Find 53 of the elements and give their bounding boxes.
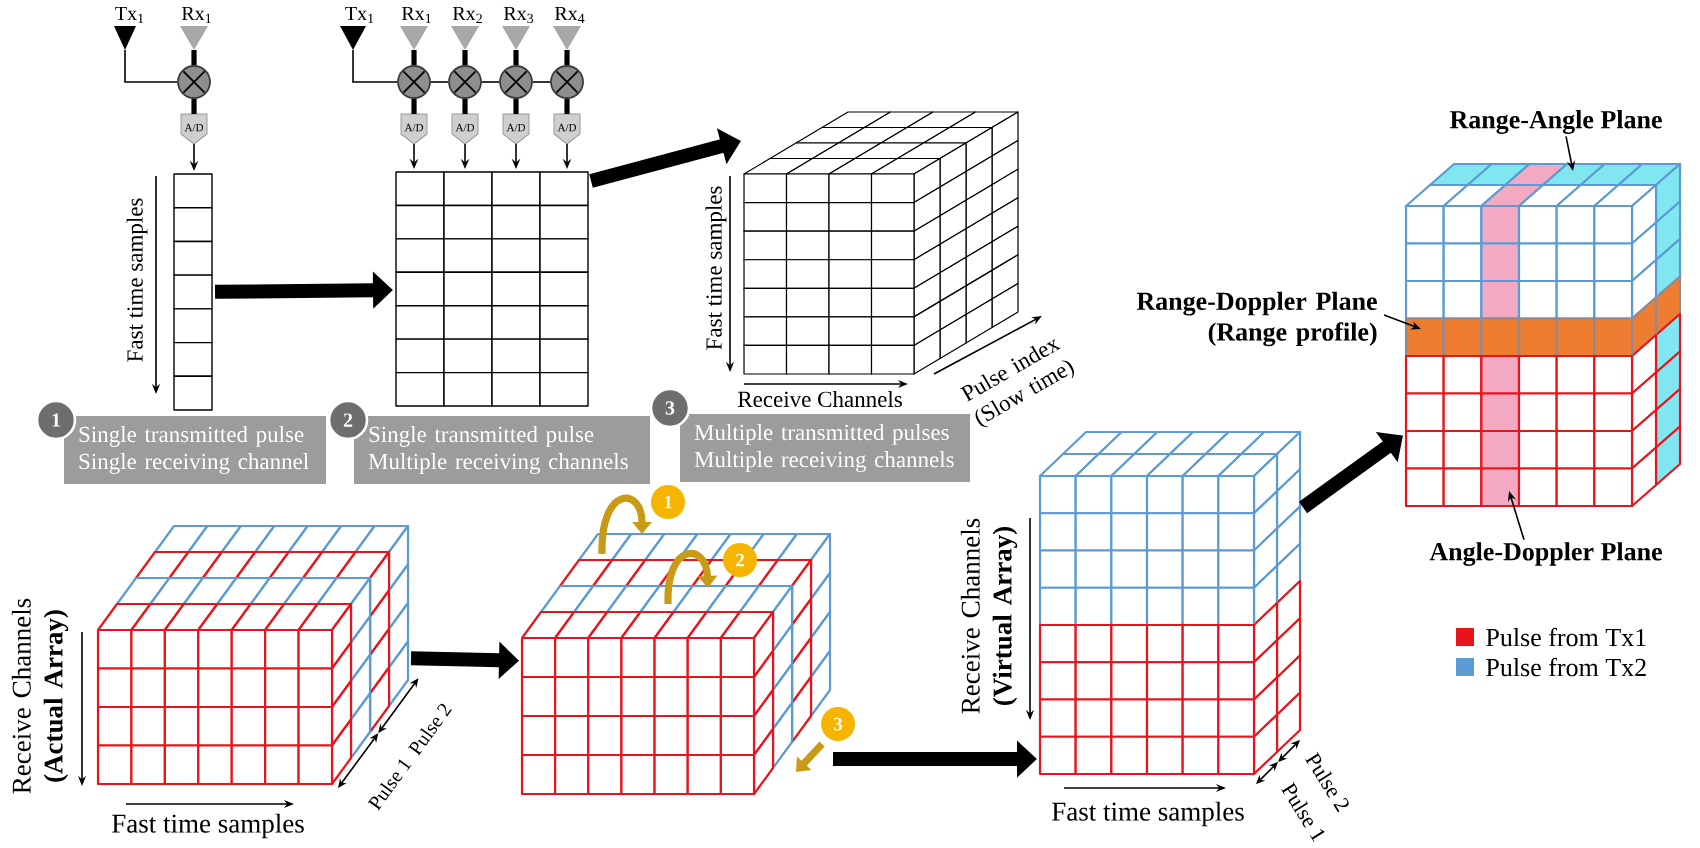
signal-line bbox=[191, 50, 197, 66]
mixer-symbol bbox=[448, 65, 482, 99]
axis-label: Receive Channels (Actual Array) bbox=[11, 598, 69, 794]
sample-grid bbox=[173, 173, 213, 411]
axis-label: Fast time samples bbox=[1052, 801, 1244, 827]
signal-line bbox=[513, 50, 519, 66]
legend-label: Pulse from Tx1 bbox=[1486, 627, 1646, 647]
signal-line bbox=[532, 81, 551, 83]
signal-line bbox=[411, 50, 417, 66]
mixer-symbol bbox=[550, 65, 584, 99]
axis-label: Fast time samples bbox=[112, 813, 304, 839]
antenna-label: Rx$_{1}$ bbox=[401, 6, 431, 24]
step-number: 2 bbox=[327, 399, 369, 441]
antenna-label: Tx$_{1}$ bbox=[115, 6, 144, 24]
signal-line bbox=[124, 49, 178, 83]
antenna-label: Rx$_{1}$ bbox=[181, 6, 211, 24]
mixer-symbol bbox=[177, 65, 211, 99]
antenna-label: Tx$_{1}$ bbox=[345, 6, 374, 24]
block-arrow bbox=[1298, 432, 1403, 514]
data-cube bbox=[1038, 430, 1302, 776]
data-cube bbox=[520, 532, 832, 796]
caption-banner: Single transmitted pulse Multiple receiving channels bbox=[354, 416, 650, 484]
signal-line bbox=[462, 98, 468, 114]
mixer-symbol bbox=[499, 65, 533, 99]
signal-line bbox=[564, 50, 570, 66]
number-badge: 1 bbox=[651, 485, 685, 519]
plane-label: Angle-Doppler Plane bbox=[1429, 542, 1662, 566]
antenna-label: Rx$_{3}$ bbox=[503, 6, 534, 24]
signal-line bbox=[564, 98, 570, 114]
legend-label: Pulse from Tx2 bbox=[1486, 657, 1646, 677]
step-number: 3 bbox=[649, 387, 691, 429]
caption-banner: Single transmitted pulse Single receiving channel bbox=[64, 416, 326, 484]
signal-line bbox=[352, 49, 398, 83]
mixer-symbol bbox=[397, 65, 431, 99]
signal-line bbox=[411, 98, 417, 114]
antenna-label: Rx$_{2}$ bbox=[452, 6, 482, 24]
plane-label: Range-Angle Plane bbox=[1449, 110, 1662, 134]
antenna-label: Rx$_{4}$ bbox=[554, 6, 585, 24]
number-badge: 3 bbox=[821, 707, 855, 741]
axis-label: Receive Channels (Virtual Array) bbox=[960, 518, 1018, 714]
plane-label: Range-Doppler Plane (Range profile) bbox=[1136, 291, 1377, 347]
signal-line bbox=[513, 98, 519, 114]
signal-line bbox=[191, 98, 197, 114]
sample-grid bbox=[395, 171, 589, 407]
signal-line bbox=[462, 50, 468, 66]
step-number: 1 bbox=[35, 399, 77, 441]
axis-label: Fast time samples bbox=[705, 186, 727, 350]
caption-banner: Multiple transmitted pulses Multiple receiving channels bbox=[680, 414, 970, 482]
data-cube bbox=[1404, 162, 1682, 508]
axis-label: Receive Channels bbox=[737, 390, 902, 408]
axis-label: Fast time samples bbox=[126, 198, 148, 362]
signal-line bbox=[430, 81, 449, 83]
signal-line bbox=[481, 81, 500, 83]
